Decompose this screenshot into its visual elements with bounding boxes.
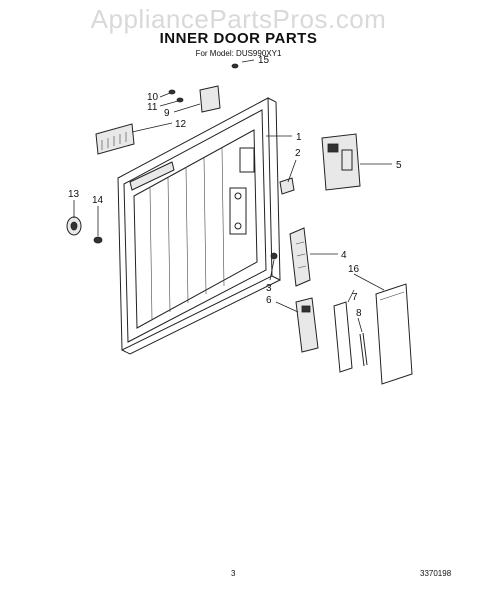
part-6-bracket — [295, 297, 319, 353]
part-16-side-cover — [375, 283, 413, 385]
part-14-washer — [93, 236, 103, 244]
part-13-knob — [66, 216, 82, 236]
callout-16: 16 — [348, 264, 360, 275]
callout-4: 4 — [341, 250, 347, 261]
model-label: For Model: DUS990XY1 — [195, 49, 282, 58]
page-title: INNER DOOR PARTS — [159, 30, 318, 47]
page-number: 3 — [231, 569, 236, 578]
part-8-spring — [359, 332, 368, 367]
callout-15: 15 — [258, 55, 270, 66]
callout-13: 13 — [68, 189, 80, 200]
part-5-latch-assembly — [321, 133, 361, 191]
callout-5: 5 — [396, 160, 402, 171]
callout-6: 6 — [266, 295, 272, 306]
part-11-screw — [176, 97, 184, 103]
callout-2: 2 — [295, 148, 301, 159]
part-3-screw — [270, 252, 278, 260]
leader-lines — [73, 59, 392, 333]
callout-7: 7 — [352, 292, 358, 303]
callout-14: 14 — [92, 195, 104, 206]
part-4-hinge-bracket — [289, 227, 311, 287]
part-2-clip — [279, 177, 295, 195]
callout-1: 1 — [296, 132, 302, 143]
part-15-screw — [231, 63, 239, 69]
document-code: 3370198 — [420, 569, 452, 578]
part-12-bezel — [95, 123, 135, 155]
watermark-text: AppliancePartsPros.com — [90, 4, 387, 34]
part-7-strip — [333, 301, 353, 373]
callout-12: 12 — [175, 119, 187, 130]
callout-11: 11 — [147, 102, 158, 113]
part-10-screw — [168, 89, 176, 95]
callout-8: 8 — [356, 308, 362, 319]
inner-door-panel — [117, 97, 281, 355]
part-9-cover — [199, 85, 221, 113]
callout-10: 10 — [147, 92, 159, 103]
callout-9: 9 — [164, 108, 170, 119]
callout-3: 3 — [266, 283, 272, 294]
